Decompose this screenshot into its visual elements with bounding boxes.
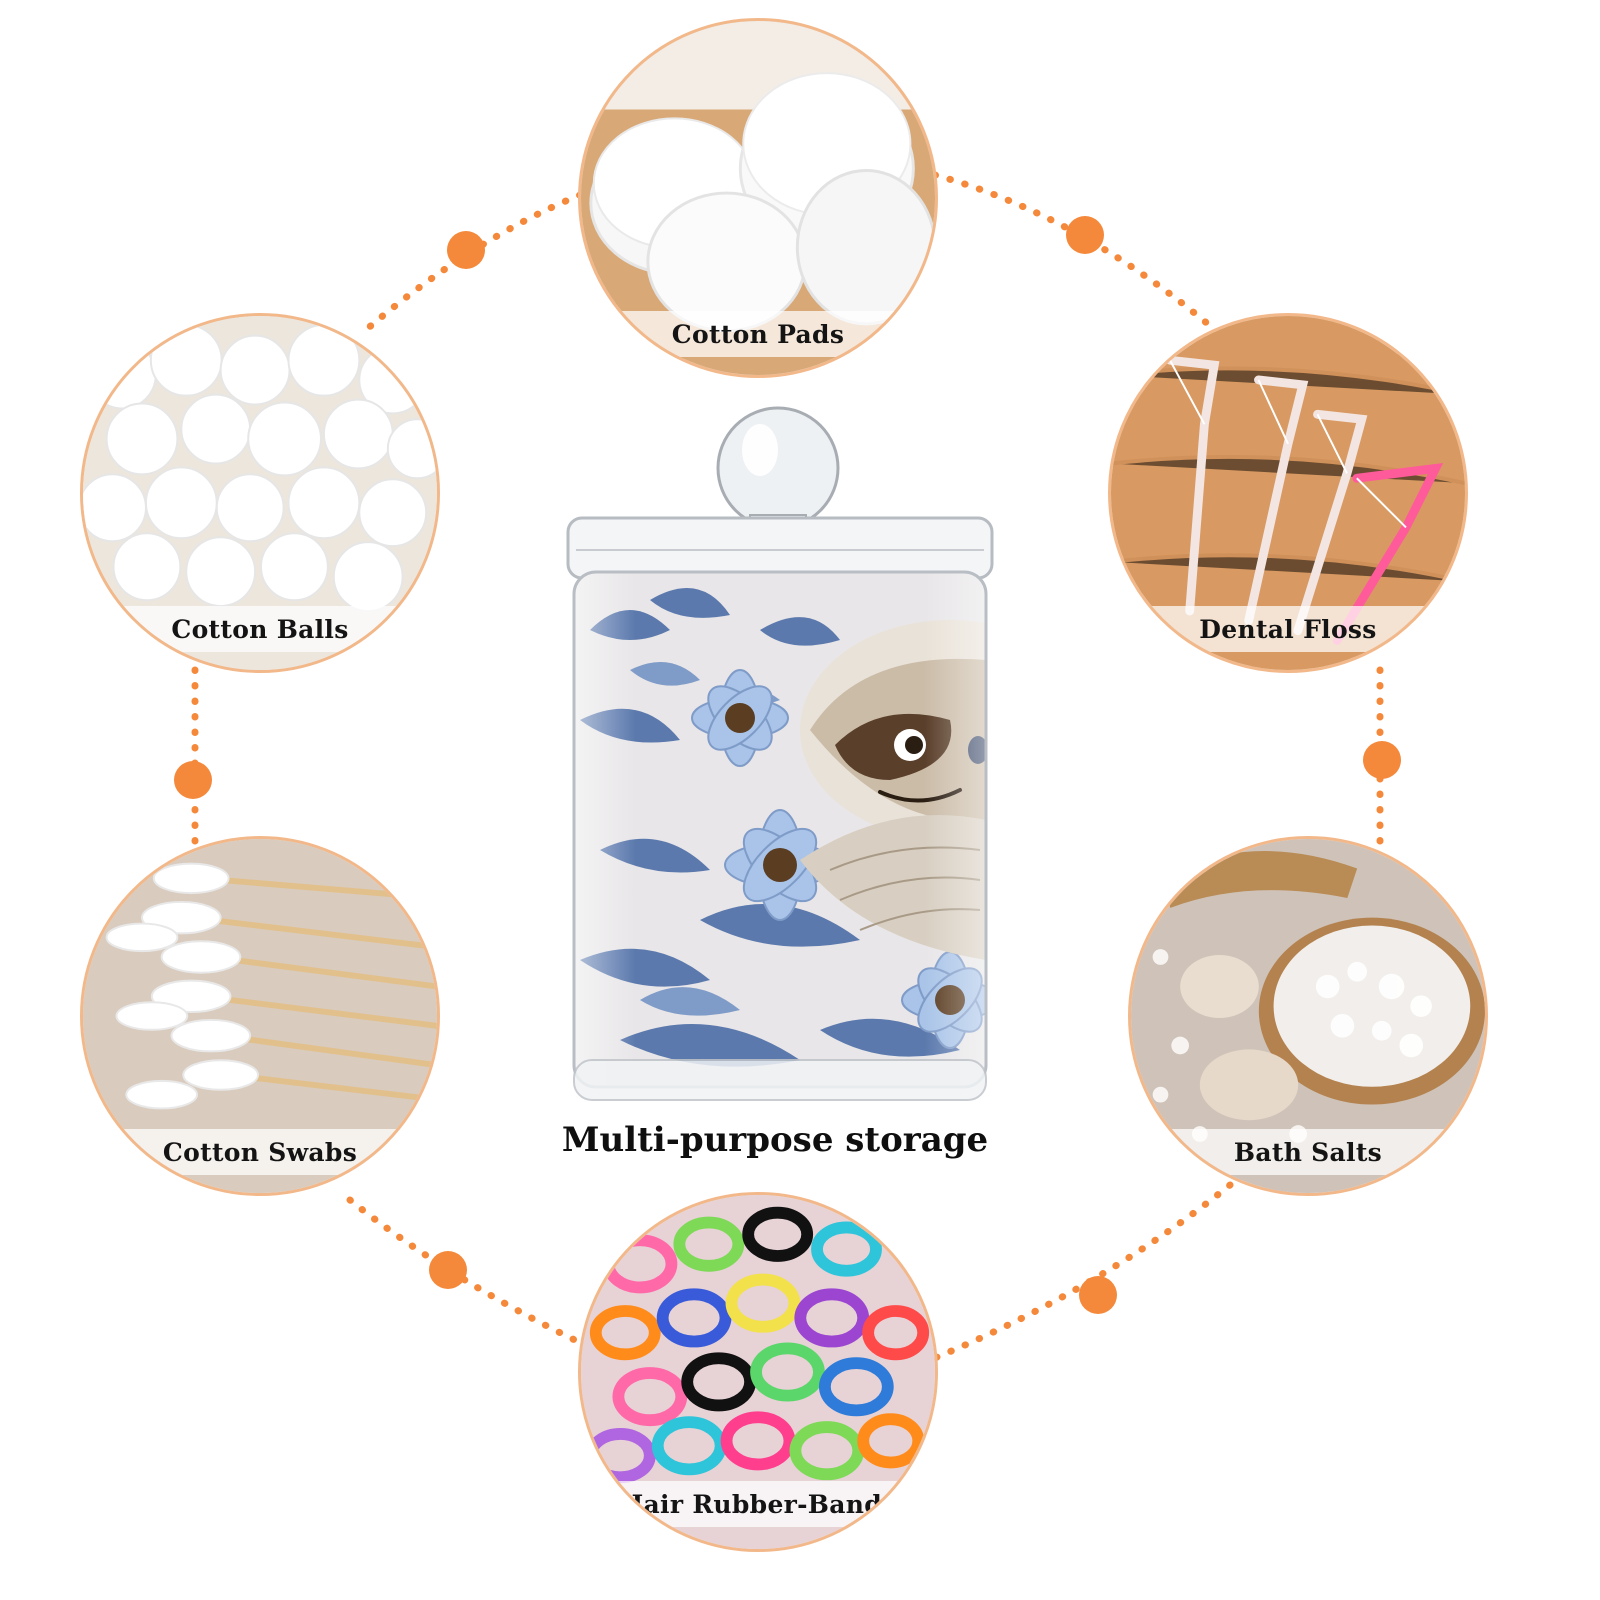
storage-jar-icon [566,406,994,1101]
cotton-pads-label: Cotton Pads [671,319,845,349]
label-band: Hair Rubber-Bands [581,1481,935,1527]
label-band: Dental Floss [1111,606,1465,652]
cotton-swabs-circle: Cotton Swabs [80,836,440,1196]
hair-bands-circle: Hair Rubber-Bands [578,1192,938,1552]
label-band: Cotton Swabs [83,1129,437,1175]
cotton-swabs-label: Cotton Swabs [162,1137,358,1167]
cotton-pads-circle: Cotton Pads [578,18,938,378]
connector-dot [447,231,485,269]
bath-salts-label: Bath Salts [1233,1137,1383,1167]
cotton-balls-circle: Cotton Balls [80,313,440,673]
label-band: Cotton Balls [83,606,437,652]
label-band: Cotton Pads [581,311,935,357]
product-caption: Multi-purpose storage [561,1120,989,1160]
dental-floss-label: Dental Floss [1199,614,1377,644]
connector-dot [174,761,212,799]
cotton-balls-label: Cotton Balls [171,614,349,644]
dental-floss-circle: Dental Floss [1108,313,1468,673]
connector-dot [1079,1276,1117,1314]
label-band: Bath Salts [1131,1129,1485,1175]
connector-dot [1066,216,1104,254]
connector-dot [429,1251,467,1289]
hair-bands-label: Hair Rubber-Bands [619,1489,897,1519]
connector-dot [1363,741,1401,779]
bath-salts-circle: Bath Salts [1128,836,1488,1196]
